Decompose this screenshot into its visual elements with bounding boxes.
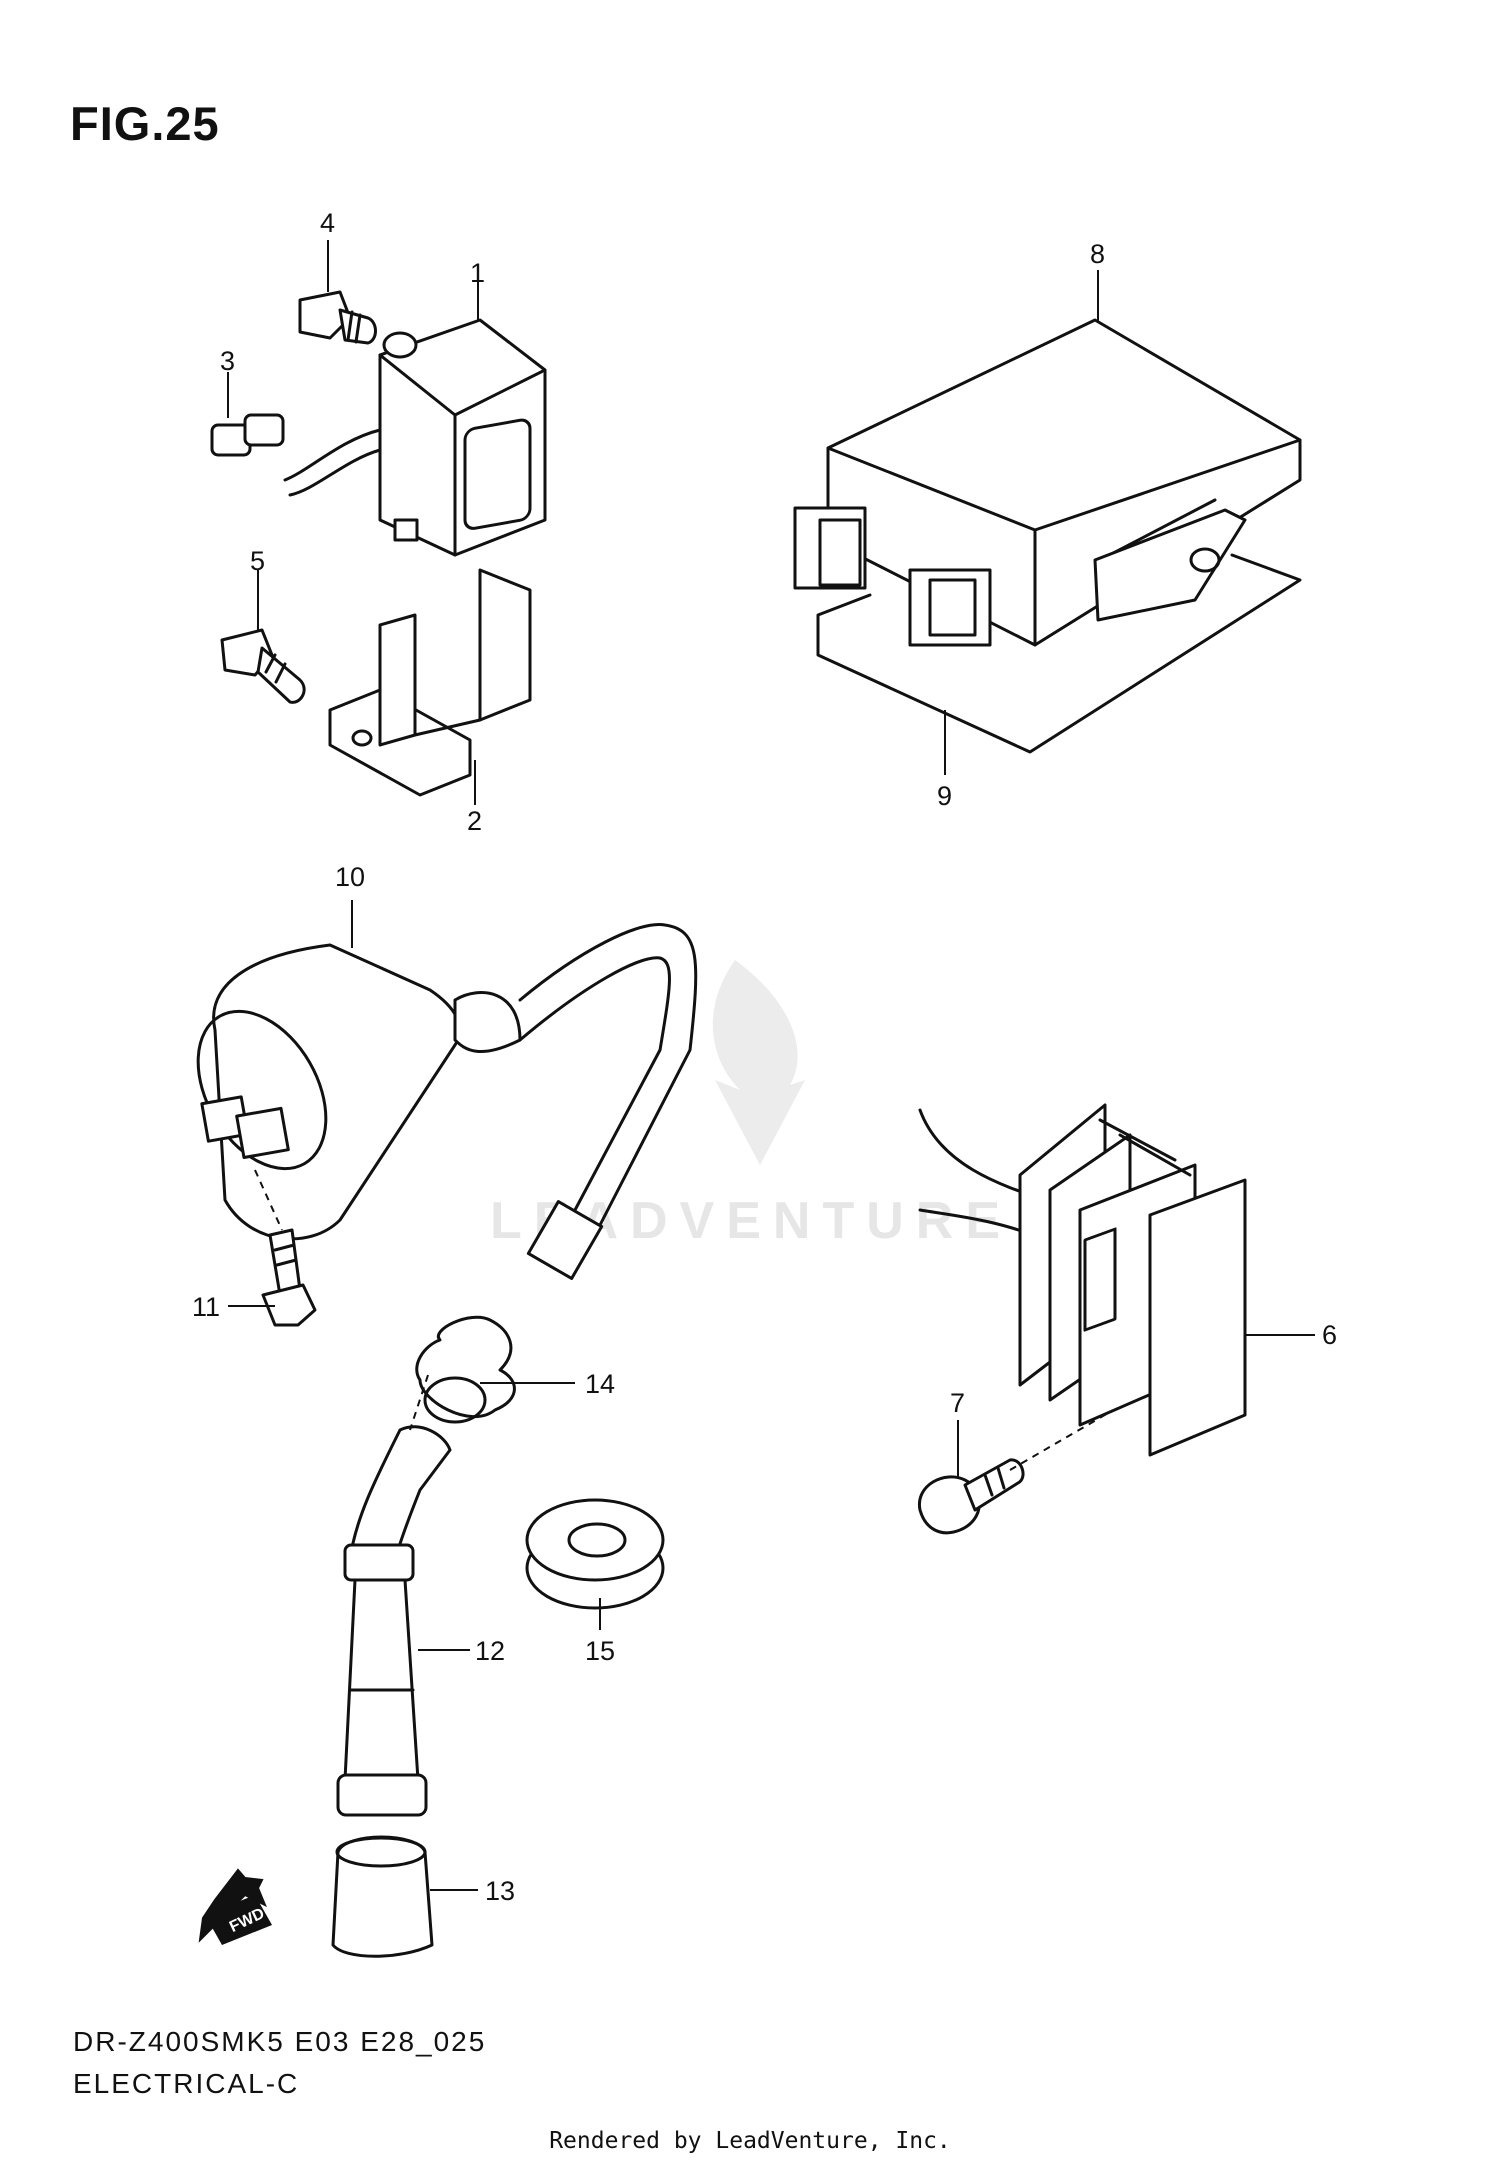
callout-12: 12 bbox=[475, 1636, 505, 1666]
part-15-grommet bbox=[525, 1498, 665, 1610]
part-11-bolt bbox=[261, 1228, 317, 1327]
callout-8: 8 bbox=[1090, 239, 1105, 269]
part-10-ignition-coil bbox=[196, 922, 698, 1280]
callout-2: 2 bbox=[467, 806, 482, 836]
leader-7-dash bbox=[1009, 1411, 1111, 1471]
part-8-cdi-unit bbox=[793, 318, 1302, 647]
section-name: ELECTRICAL-C bbox=[73, 2068, 300, 2099]
part-1-relay bbox=[283, 318, 547, 557]
callout-1: 1 bbox=[470, 258, 485, 288]
watermark-flame-logo bbox=[712, 960, 805, 1165]
part-5-bolt bbox=[220, 628, 306, 704]
callout-7: 7 bbox=[950, 1388, 965, 1418]
fwd-arrow: FWD bbox=[198, 1868, 272, 1945]
leader-11-dash bbox=[254, 1169, 283, 1231]
callout-10: 10 bbox=[335, 862, 365, 892]
callout-numbers: 1 2 3 4 5 6 7 8 9 10 11 12 13 14 15 bbox=[192, 208, 1337, 1906]
callout-15: 15 bbox=[585, 1636, 615, 1666]
part-9-pad bbox=[816, 553, 1302, 754]
callout-3: 3 bbox=[220, 346, 235, 376]
part-6-regulator bbox=[918, 1103, 1247, 1457]
part-7-bolt bbox=[918, 1458, 1025, 1535]
render-credit: Rendered by LeadVenture, Inc. bbox=[549, 2128, 951, 2154]
part-3-cushion bbox=[210, 413, 285, 457]
model-code: DR-Z400SMK5 E03 E28_025 bbox=[73, 2026, 487, 2057]
leader-lines bbox=[227, 240, 1315, 1891]
callout-9: 9 bbox=[937, 781, 952, 811]
callout-4: 4 bbox=[320, 208, 335, 238]
callout-6: 6 bbox=[1322, 1320, 1337, 1350]
callout-11: 11 bbox=[192, 1292, 220, 1322]
leader-14-dash bbox=[409, 1374, 429, 1431]
callout-13: 13 bbox=[485, 1876, 515, 1906]
callout-5: 5 bbox=[250, 546, 265, 576]
figure-title: FIG.25 bbox=[70, 97, 220, 150]
callout-14: 14 bbox=[585, 1369, 615, 1399]
part-4-bolt bbox=[298, 290, 377, 345]
part-2-bracket bbox=[328, 568, 532, 797]
part-12-plug-cap bbox=[336, 1425, 452, 1817]
part-13-cover bbox=[331, 1835, 434, 1958]
part-14-cap bbox=[415, 1315, 516, 1424]
